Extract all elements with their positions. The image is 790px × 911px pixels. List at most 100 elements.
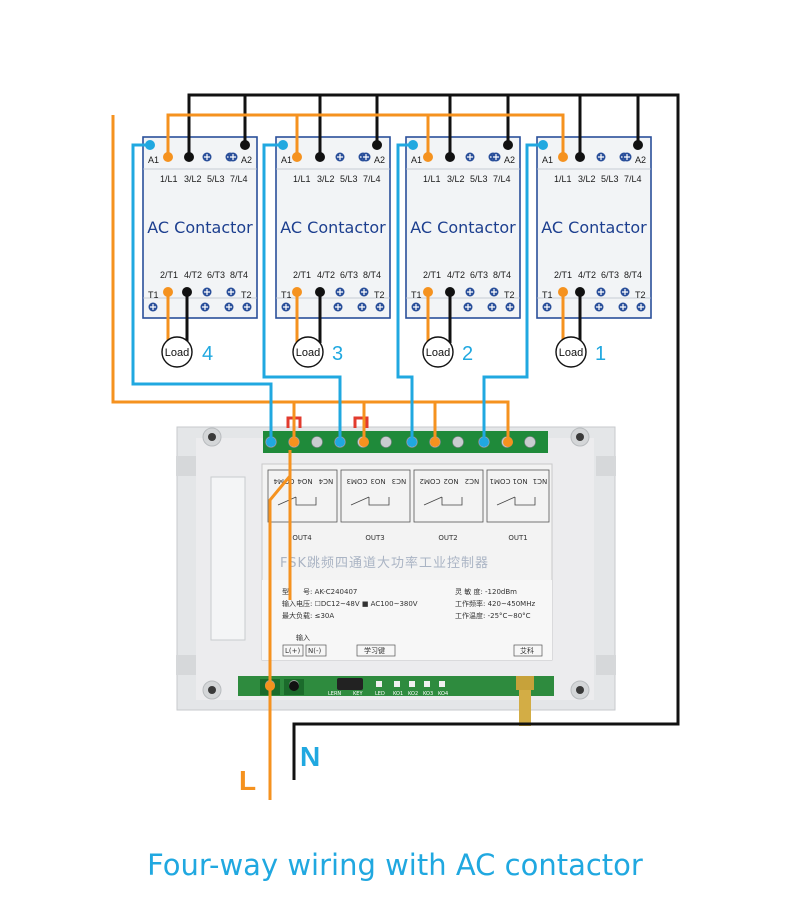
load-number: 2	[462, 343, 473, 365]
spec-frequency: 工作频率: 420~450MHz	[455, 599, 535, 608]
load-side-label-t2: T2	[504, 290, 515, 300]
load-side-label-t1: T1	[542, 290, 553, 300]
load-terminal-label: 4/T2	[184, 270, 202, 280]
controller-board: COM4 NO4 NC4 COM3 NO3 NC3 COM2 NO2 NC2 C…	[176, 416, 616, 726]
load-3: Load 3	[292, 336, 343, 368]
spec-input: 输入电压: ☐DC12~48V ■ AC100~380V	[282, 599, 418, 608]
load-side-label-t1: T1	[281, 290, 292, 300]
relay-label: NO4	[297, 477, 313, 485]
load-terminal-label: 8/T4	[624, 270, 642, 280]
contactor-title: AC Contactor	[410, 218, 516, 237]
relay-label: NC3	[392, 477, 407, 485]
line-terminal-label: 7/L4	[230, 174, 248, 184]
live-label: L	[239, 765, 256, 796]
spec-temperature: 工作温度: -25°C~80°C	[455, 611, 531, 620]
load-side-label-t1: T1	[411, 290, 422, 300]
line-terminal-label: 3/L2	[578, 174, 596, 184]
bottom-label: KO3	[423, 691, 433, 697]
load-terminal-label: 6/T3	[601, 270, 619, 280]
relay-label: COM1	[490, 477, 511, 485]
load-number: 4	[202, 343, 213, 365]
coil-label-a2: A2	[241, 155, 252, 165]
spec-load: 最大负载: ≤30A	[282, 611, 334, 620]
live-drops	[292, 402, 437, 442]
spec-model: 型 号: AK-C240407	[282, 587, 357, 596]
signal-wire-4	[131, 143, 273, 442]
relay-label: NO3	[370, 477, 385, 485]
load-side-label-t2: T2	[241, 290, 252, 300]
coil-label-a1: A1	[411, 155, 422, 165]
load-label: Load	[426, 347, 450, 359]
neutral-label: N	[300, 741, 320, 772]
load-side-label-t2: T2	[374, 290, 385, 300]
live-main	[111, 115, 510, 442]
line-terminal-label: 7/L4	[624, 174, 642, 184]
line-terminal-label: 1/L1	[423, 174, 441, 184]
neutral-to-load	[185, 292, 582, 343]
relay-label: COM2	[420, 477, 441, 485]
line-terminal-label: 7/L4	[493, 174, 511, 184]
contactor-title: AC Contactor	[280, 218, 386, 237]
coil-label-a1: A1	[281, 155, 292, 165]
relay-label: COM4	[273, 477, 294, 485]
load-terminal-label: 6/T3	[207, 270, 225, 280]
signal-wire-2	[396, 143, 414, 442]
line-terminal-label: 3/L2	[447, 174, 465, 184]
load-group: Load 4 Load 3 Load 2 Load 1	[161, 336, 606, 368]
bottom-label: LERN	[328, 691, 341, 697]
load-phase	[166, 292, 565, 343]
load-terminal-label: 4/T2	[317, 270, 335, 280]
output-label: OUT1	[508, 534, 527, 542]
load-terminal-label: 4/T2	[578, 270, 596, 280]
bottom-label: KEY	[353, 691, 363, 697]
neutral-wire	[187, 93, 680, 780]
load-label: Load	[165, 347, 189, 359]
output-label: OUT3	[365, 534, 384, 542]
load-label: Load	[296, 347, 320, 359]
load-terminal-label: 6/T3	[340, 270, 358, 280]
coil-label-a2: A2	[504, 155, 515, 165]
line-terminal-label: 1/L1	[293, 174, 311, 184]
load-number: 3	[332, 343, 343, 365]
controller-title: FSK跳频四通道大功率工业控制器	[280, 555, 489, 571]
load-label: Load	[559, 347, 583, 359]
coil-label-a1: A1	[148, 155, 159, 165]
load-terminal-label: 2/T1	[293, 270, 311, 280]
load-terminal-label: 8/T4	[230, 270, 248, 280]
bottom-label: KO1	[393, 691, 403, 697]
terminal-dots	[145, 140, 643, 691]
input-n-label: N(-)	[308, 647, 321, 655]
line-terminal-label: 1/L1	[554, 174, 572, 184]
line-terminal-label: 3/L2	[184, 174, 202, 184]
load-terminal-label: 8/T4	[493, 270, 511, 280]
coil-label-a2: A2	[635, 155, 646, 165]
diagram-caption: Four-way wiring with AC contactor	[147, 848, 643, 882]
load-terminal-label: 8/T4	[363, 270, 381, 280]
load-side-label-t1: T1	[148, 290, 159, 300]
live-wire	[166, 113, 565, 157]
bottom-label: KO4	[438, 691, 448, 697]
load-terminal-label: 2/T1	[554, 270, 572, 280]
spec-sensitivity: 灵 敏 度: -120dBm	[455, 587, 517, 596]
relay-label: COM3	[347, 477, 368, 485]
line-terminal-label: 3/L2	[317, 174, 335, 184]
relay-label: NC4	[318, 477, 333, 485]
input-l-label: L(+)	[285, 647, 300, 655]
input-label: 输入	[296, 633, 310, 642]
load-terminal-label: 2/T1	[160, 270, 178, 280]
bottom-label: LED	[375, 691, 385, 697]
relay-label: NO1	[512, 477, 527, 485]
line-terminal-label: 5/L3	[207, 174, 225, 184]
relay-label: NO2	[443, 477, 458, 485]
output-label: OUT2	[438, 534, 457, 542]
neutral-branch	[243, 95, 640, 157]
line-terminal-label: 1/L1	[160, 174, 178, 184]
load-4: Load 4	[161, 336, 213, 368]
load-terminal-label: 2/T1	[423, 270, 441, 280]
signal-wire-1	[482, 143, 543, 442]
coil-label-a2: A2	[374, 155, 385, 165]
line-terminal-label: 7/L4	[363, 174, 381, 184]
